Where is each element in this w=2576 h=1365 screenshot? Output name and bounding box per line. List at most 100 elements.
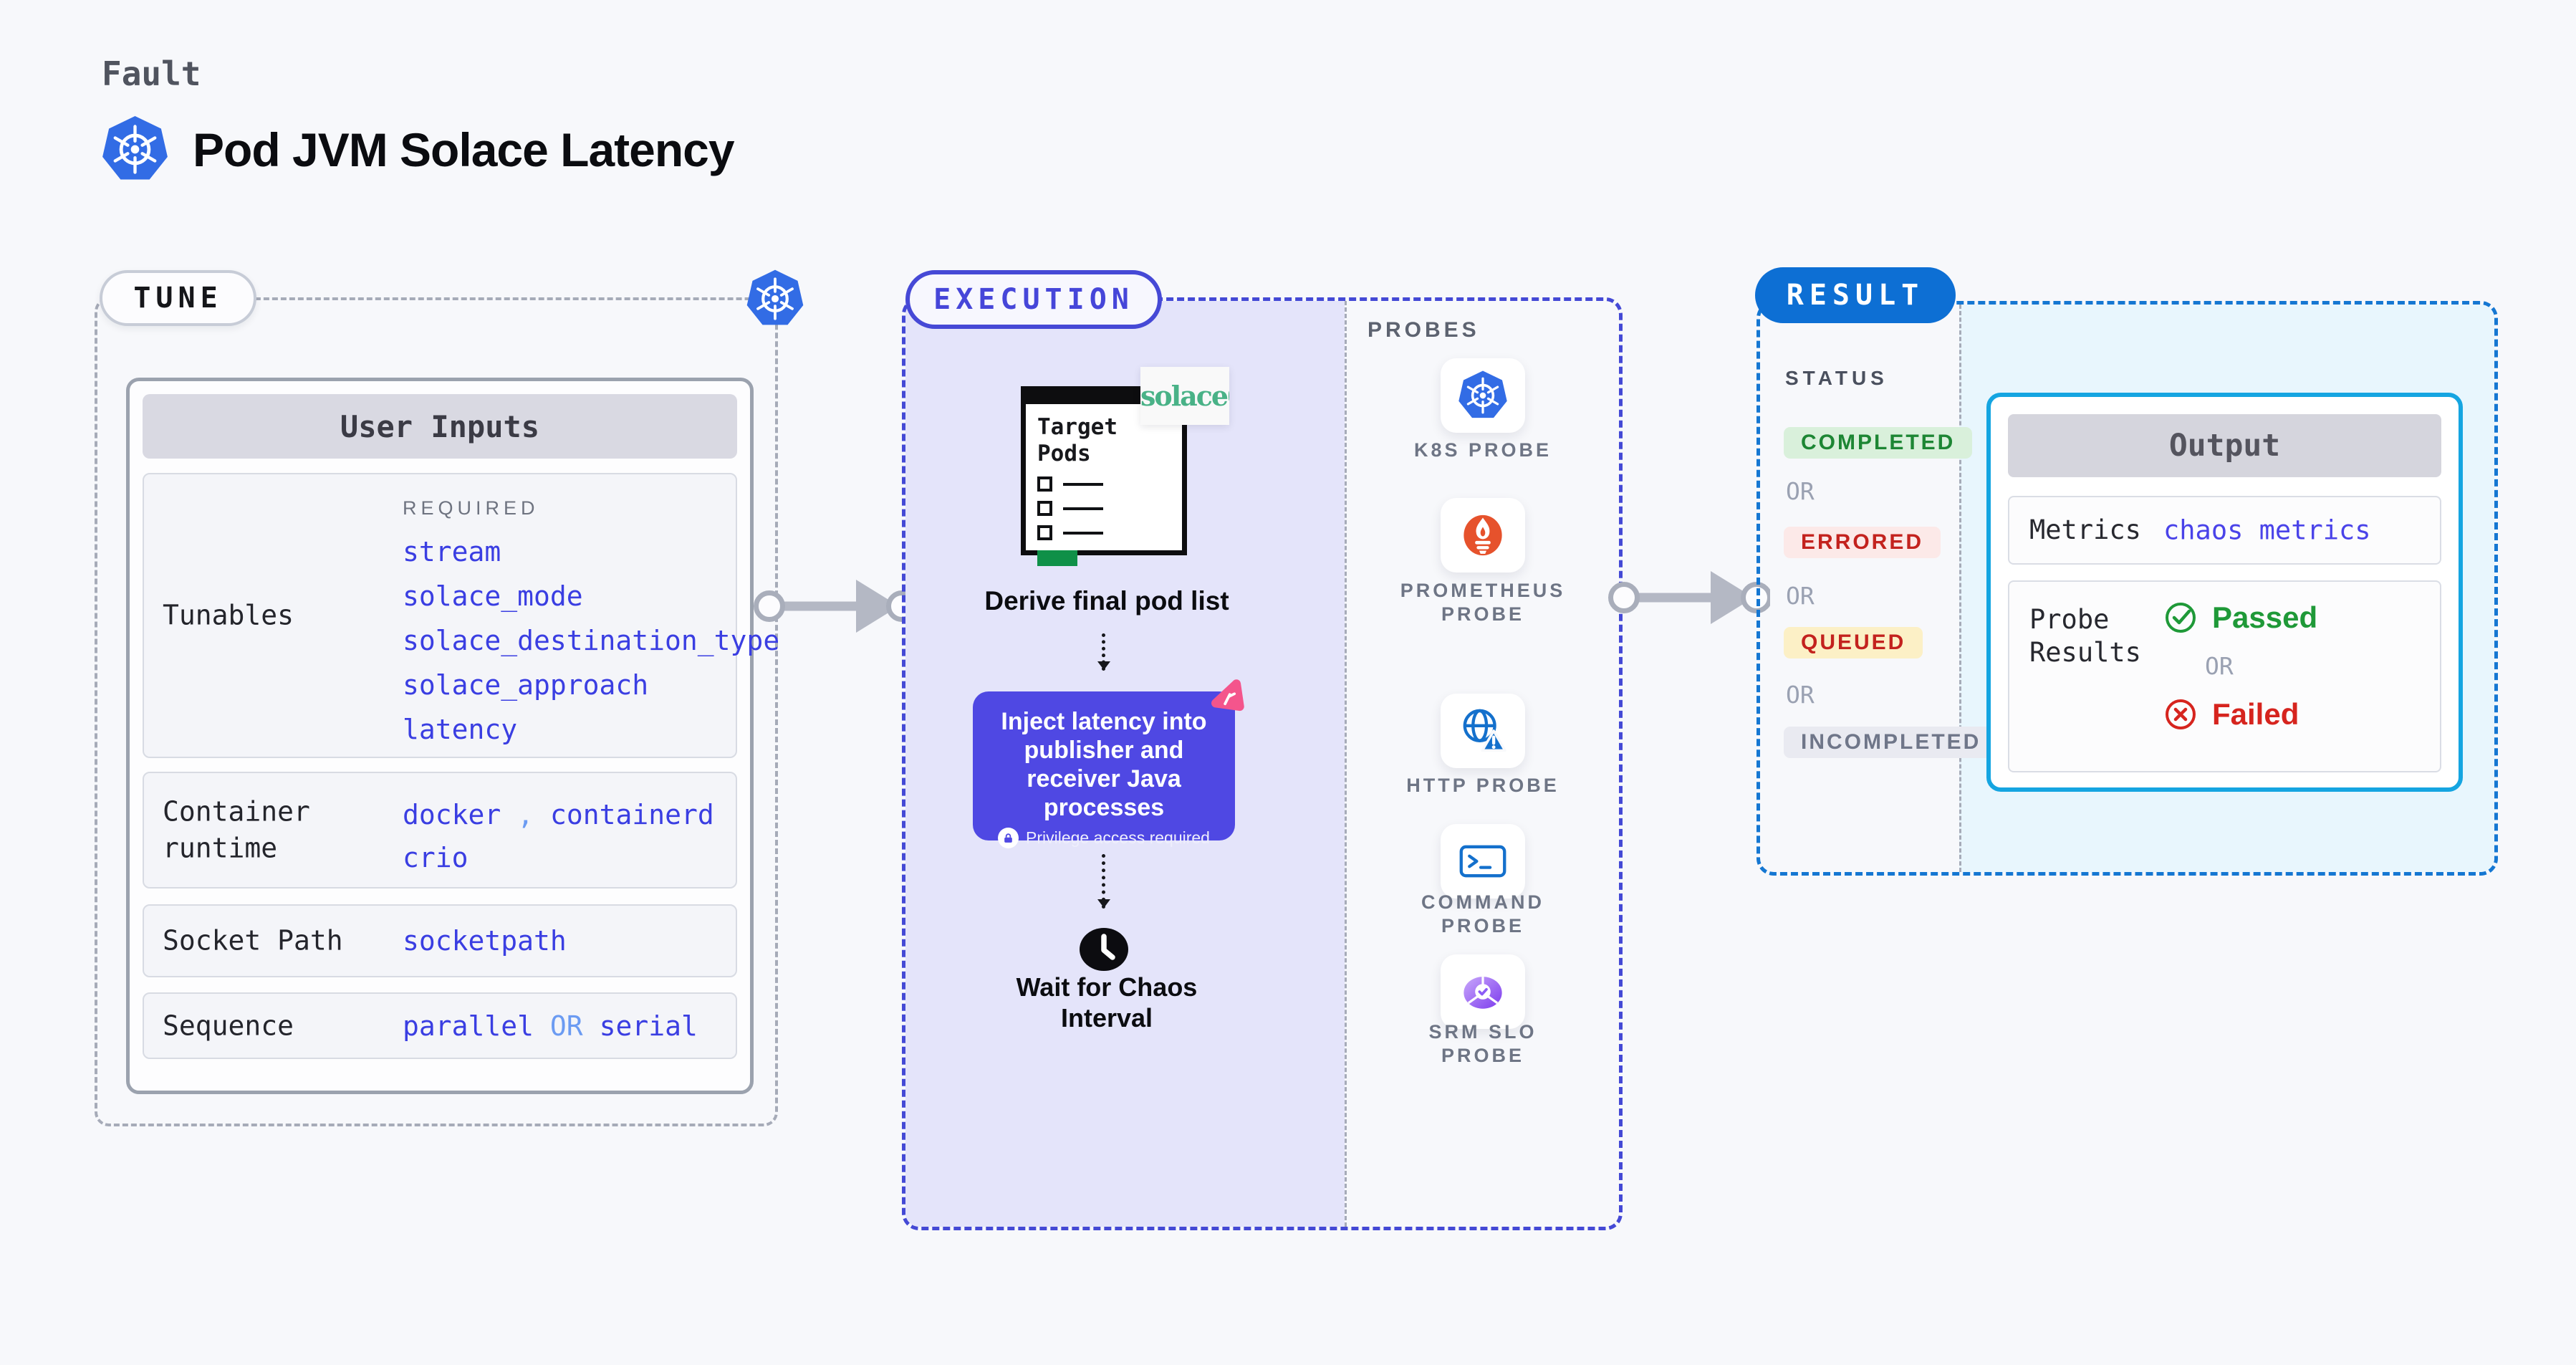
socket-path-label: Socket Path: [163, 924, 343, 957]
probe-results-values: Passed OR Failed: [2163, 600, 2317, 732]
list-line: [1063, 507, 1103, 510]
prometheus-icon: [1457, 509, 1509, 561]
or-label: OR: [2205, 652, 2234, 680]
derive-pod-list-step: Derive final pod list: [984, 586, 1229, 616]
tunable-value: stream: [403, 536, 501, 567]
target-pods-title: Target Pods: [1037, 414, 1118, 467]
probe-label: K8S PROBE: [1413, 439, 1552, 461]
tunable-value: solace_mode: [403, 580, 583, 612]
kubernetes-icon: [1457, 370, 1509, 421]
list-line: [1063, 482, 1103, 486]
command-probe-card: [1441, 824, 1525, 899]
tunable-value: solace_approach: [403, 669, 649, 701]
fault-eyebrow-label: Fault: [102, 54, 201, 93]
or-label: OR: [1786, 582, 1815, 610]
check-circle-icon: [2163, 600, 2198, 635]
page-header: Pod JVM Solace Latency: [100, 115, 735, 184]
or-label: OR: [1786, 681, 1815, 709]
probe-label: PROMETHEUS PROBE: [1400, 580, 1566, 625]
probe-label: COMMAND PROBE: [1421, 891, 1544, 937]
sequence-value: parallel OR serial: [403, 1010, 698, 1042]
metrics-label: Metrics: [2029, 514, 2141, 545]
inject-latency-step: Inject latency into publisher and receiv…: [973, 691, 1235, 848]
tunables-label: Tunables: [163, 599, 294, 631]
status-output-divider: [1959, 305, 1961, 872]
output-card: Output Metrics chaos metrics Probe Resul…: [1986, 393, 2463, 792]
result-section-pill: RESULT: [1755, 267, 1956, 323]
sequence-option: parallel: [403, 1010, 534, 1042]
socket-path-row: Socket Path socketpath: [143, 904, 737, 977]
container-runtime-row: Container runtime docker , containerd cr…: [143, 772, 737, 889]
checkbox-icon: [1037, 476, 1052, 492]
flow-arrow-tune-to-execution: [751, 573, 915, 639]
required-tag: REQUIRED: [403, 497, 539, 519]
prometheus-probe-card: [1441, 498, 1525, 573]
solace-logo-card: solace: [1140, 367, 1229, 425]
privilege-note: Privilege access required: [973, 828, 1235, 848]
status-badge-queued: QUEUED: [1784, 627, 1923, 658]
tunables-values: REQUIRED stream solace_mode solace_desti…: [403, 497, 779, 752]
flow-arrow-execution-to-result: [1605, 565, 1770, 631]
output-title: Output: [2008, 414, 2441, 477]
status-badge-incompleted: INCOMPLETED: [1784, 727, 1999, 758]
tunables-row: Tunables REQUIRED stream solace_mode sol…: [143, 473, 779, 758]
checkbox-icon: [1037, 525, 1052, 541]
wait-chaos-interval-step: Wait for Chaos Interval: [1016, 972, 1198, 1033]
execution-probes-divider: [1345, 301, 1347, 1227]
container-runtime-label: Container runtime: [163, 795, 310, 864]
status-title: STATUS: [1785, 367, 1888, 389]
tune-section-pill: TUNE: [100, 270, 256, 326]
sequence-option: serial: [599, 1010, 698, 1042]
probe-label: SRM SLO PROBE: [1428, 1021, 1537, 1066]
failed-label: Failed: [2212, 697, 2299, 731]
inject-latency-text: Inject latency into publisher and receiv…: [1001, 708, 1207, 821]
flow-connector-down: [1097, 854, 1110, 909]
pod-list-item: [1037, 476, 1182, 492]
metrics-row: Metrics chaos metrics: [2008, 496, 2441, 565]
page-title: Pod JVM Solace Latency: [193, 123, 735, 176]
slo-pie-check-icon: [1457, 966, 1509, 1017]
tunable-value: latency: [403, 714, 518, 745]
sequence-label: Sequence: [163, 1009, 294, 1041]
execution-section-pill: EXECUTION: [905, 270, 1162, 329]
pod-list-item: [1037, 525, 1182, 541]
runtime-value: containerd: [549, 799, 714, 830]
user-inputs-title: User Inputs: [143, 394, 737, 459]
probe-results-label: Probe Results: [2029, 604, 2141, 668]
sequence-or: OR: [549, 1010, 583, 1042]
probe-results-row: Probe Results Passed OR Failed: [2008, 580, 2441, 772]
terminal-icon: [1457, 835, 1509, 887]
solace-logo: solace: [1140, 380, 1229, 412]
lock-icon: [998, 828, 1019, 848]
kubernetes-icon: [745, 269, 805, 329]
clock-icon: [1080, 928, 1128, 971]
list-line: [1063, 531, 1103, 535]
status-badge-completed: COMPLETED: [1784, 427, 1973, 459]
srm-slo-probe-card: [1441, 954, 1525, 1029]
runtime-value: crio: [403, 842, 468, 873]
chaos-marker-icon: [1211, 679, 1244, 712]
failed-result: Failed: [2163, 697, 2317, 732]
privilege-note-text: Privilege access required: [1026, 828, 1210, 847]
cross-circle-icon: [2163, 697, 2198, 732]
globe-warning-icon: [1457, 705, 1509, 757]
tune-section-outline: [95, 297, 778, 1126]
tunable-value: solace_destination_type: [403, 625, 780, 656]
container-runtime-values: docker , containerd crio: [403, 793, 714, 879]
socket-path-value: socketpath: [403, 925, 567, 957]
runtime-separator: ,: [517, 799, 534, 830]
flow-connector-down: [1097, 633, 1110, 671]
sequence-row: Sequence parallel OR serial: [143, 992, 737, 1059]
checkbox-icon: [1037, 501, 1052, 517]
runtime-value: docker: [403, 799, 501, 830]
probes-title: PROBES: [1368, 318, 1480, 342]
metrics-value: chaos metrics: [2163, 514, 2371, 546]
k8s-probe-card: [1441, 358, 1525, 433]
kubernetes-icon: [100, 115, 170, 184]
target-pods-window-body: Target Pods: [1026, 404, 1182, 567]
probe-label: HTTP PROBE: [1406, 775, 1559, 796]
pod-list-item: [1037, 501, 1182, 517]
http-probe-card: [1441, 694, 1525, 768]
status-badge-errored: ERRORED: [1784, 527, 1941, 558]
